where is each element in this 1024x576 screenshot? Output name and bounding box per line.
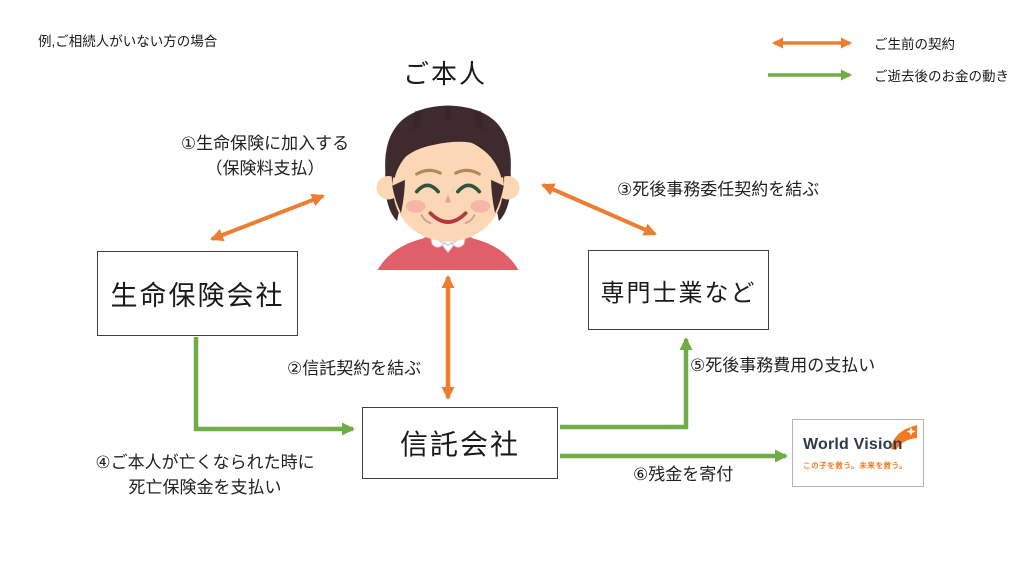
insurance-company-label: 生命保険会社 — [110, 281, 285, 311]
legend-item-money: ご逝去後のお金の動き — [762, 65, 1009, 85]
step-6-label: ⑥残金を寄付 — [633, 465, 734, 484]
legend-label-money: ご逝去後のお金の動き — [874, 69, 1009, 84]
worldvision-logo-card: World Vision この子を救う。未来を救う。 — [792, 419, 924, 487]
arrow-money-trust-to-professional — [560, 337, 693, 430]
professional-label: 専門士業など — [600, 279, 757, 307]
legend-label-contract: ご生前の契約 — [874, 37, 955, 52]
worldvision-brand-text: World Vision — [803, 436, 903, 453]
step-4-line2: 死亡保険金を支払い — [128, 477, 282, 497]
person-face-illustration — [376, 105, 520, 270]
legend-single-arrow-icon — [768, 69, 852, 81]
step-5-label: ⑤死後事務費用の支払い — [690, 356, 876, 375]
professional-box: 専門士業など — [588, 250, 769, 330]
step-4-label: ④ご本人が亡くなられた時に 死亡保険金を支払い — [85, 451, 325, 500]
worldvision-swoosh-icon — [891, 425, 917, 450]
trust-company-label: 信託会社 — [399, 429, 520, 460]
insurance-company-box: 生命保険会社 — [97, 251, 298, 336]
worldvision-tagline: この子を救う。未来を救う。 — [803, 461, 908, 470]
person-title: ご本人 — [403, 59, 488, 89]
arrow-money-insurance-to-trust — [193, 337, 355, 436]
step-1-line2: （保険料支払） — [205, 158, 325, 178]
arrow-contract-insurance — [210, 193, 325, 242]
trust-company-box: 信託会社 — [362, 407, 558, 479]
step-4-line1: ④ご本人が亡くなられた時に — [95, 453, 315, 472]
example-note: 例,ご相続人がいない方の場合 — [38, 34, 218, 49]
step-1-label: ①生命保険に加入する （保険料支払） — [150, 132, 380, 181]
legend-double-arrow-icon — [772, 37, 852, 49]
step-3-label: ③死後事務委任契約を結ぶ — [617, 180, 820, 199]
legend-item-contract: ご生前の契約 — [762, 33, 955, 53]
step-2-label: ②信託契約を結ぶ — [287, 359, 422, 378]
step-1-line1: ①生命保険に加入する — [180, 134, 350, 153]
